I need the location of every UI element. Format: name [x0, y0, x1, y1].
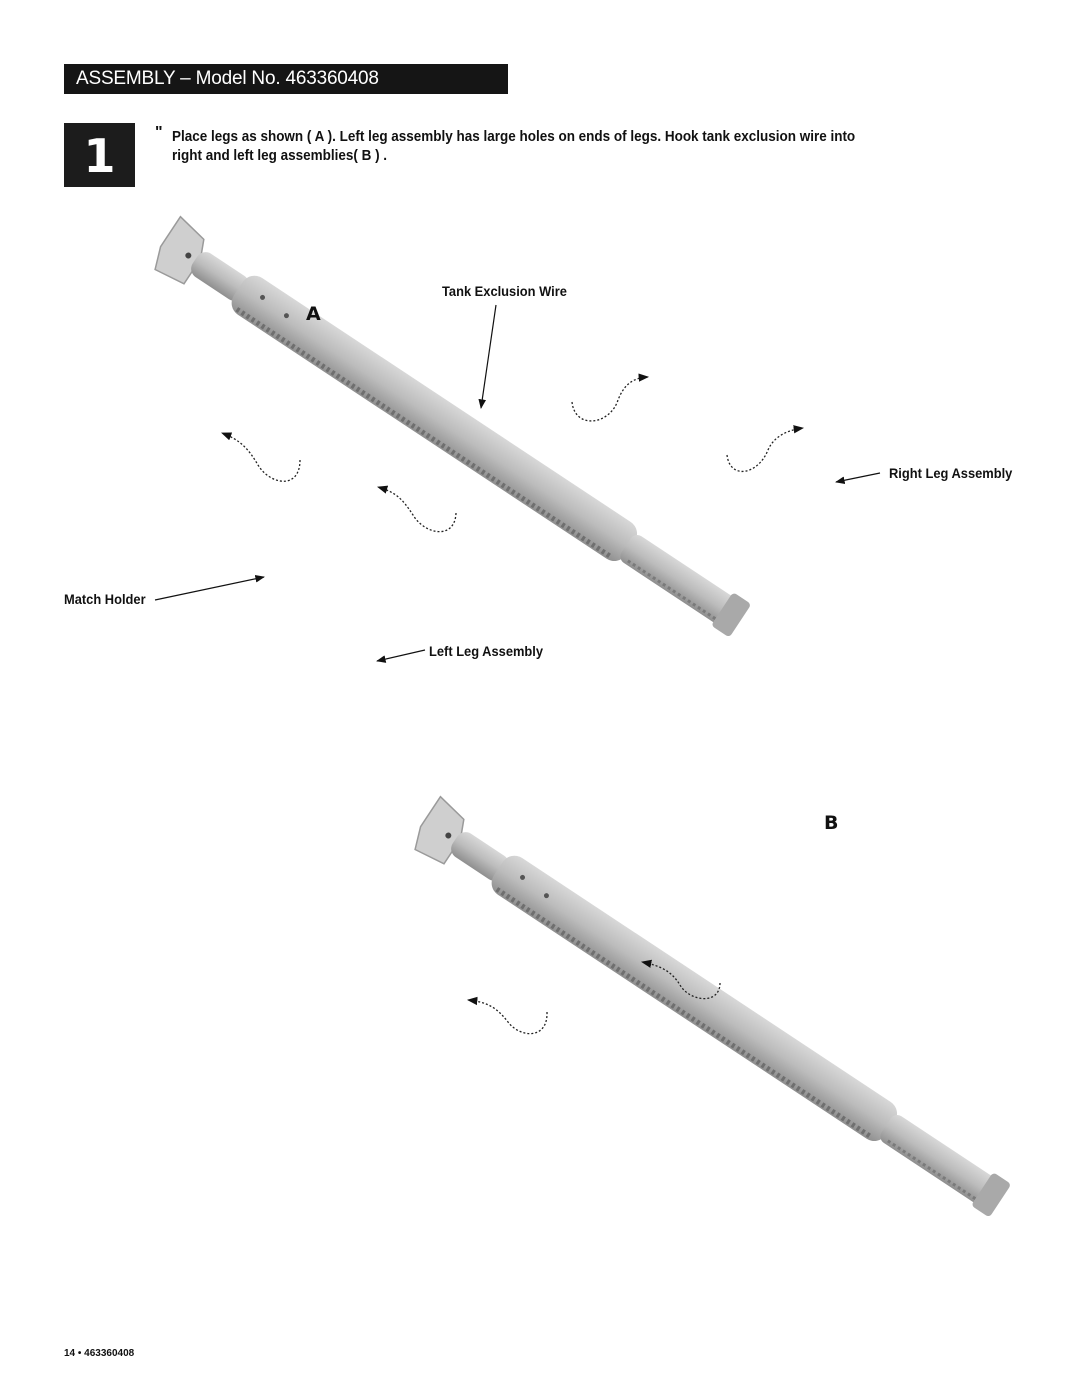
callout-right-leg-assembly: Right Leg Assembly: [889, 465, 1013, 481]
section-title: ASSEMBLY – Model No. 463360408: [76, 68, 379, 89]
instruction-text: Place legs as shown ( A ). Left leg asse…: [172, 129, 856, 164]
motion-arrows-b: [466, 959, 721, 1035]
figure-label-b: B: [824, 812, 839, 834]
callout-leaders: [154, 304, 881, 663]
step-number-box: 1: [64, 123, 135, 187]
burner-tube-a: [154, 215, 750, 637]
callout-match-holder: Match Holder: [64, 591, 146, 607]
burner-tube-b: [414, 795, 1010, 1217]
section-header: ASSEMBLY – Model No. 463360408: [64, 64, 508, 94]
callout-left-leg-assembly: Left Leg Assembly: [429, 643, 544, 659]
callout-tank-exclusion-wire: Tank Exclusion Wire: [442, 283, 567, 299]
instruction-bullet: ": [155, 124, 163, 141]
step-number: 1: [83, 129, 116, 183]
motion-arrows-a: [221, 373, 805, 533]
page-footer: 14 • 463360408: [64, 1348, 135, 1359]
figure-label-a: A: [306, 303, 321, 325]
